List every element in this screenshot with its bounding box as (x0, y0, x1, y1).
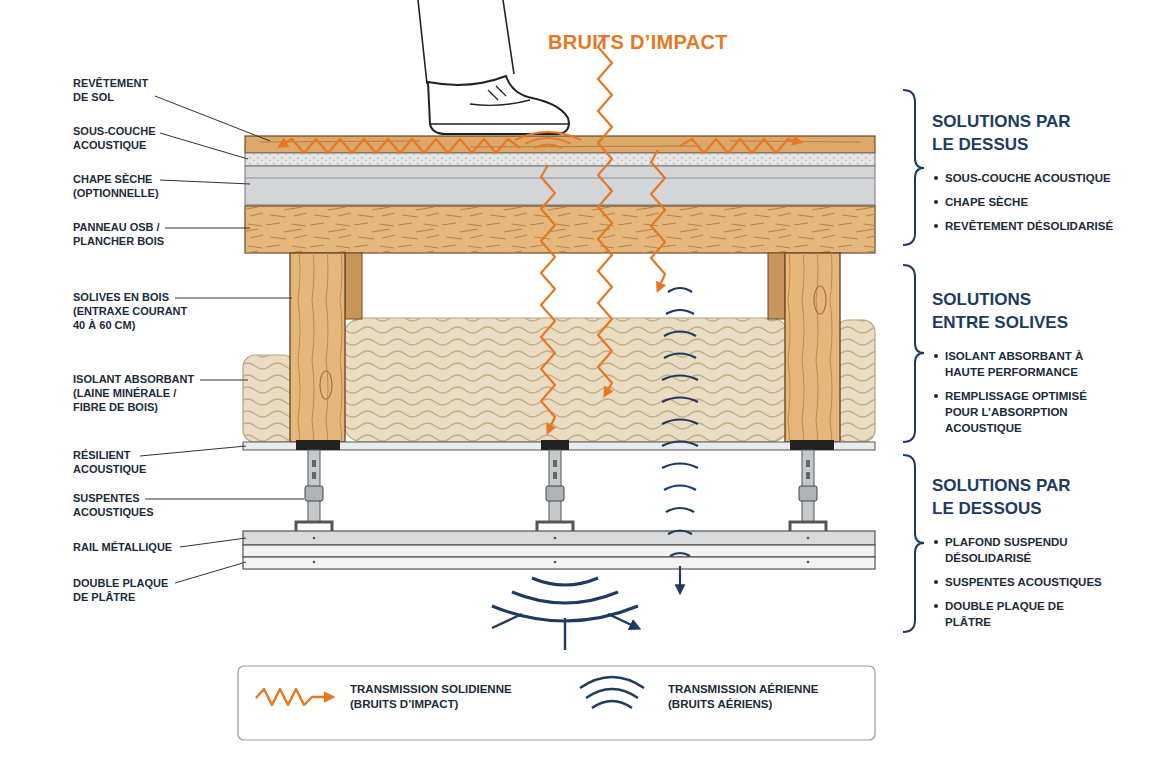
wood-knot (320, 371, 332, 399)
hanger-clip (799, 486, 817, 501)
hanger-hole (312, 460, 316, 467)
airborne-arrow (679, 566, 681, 592)
noise-heading: BRUITS D’IMPACT (548, 30, 768, 54)
leader-line (140, 96, 304, 583)
part-label: SOUS-COUCHE ACOUSTIQUE (73, 124, 173, 152)
acoustic-hanger (296, 450, 332, 531)
bullet-item: DOUBLE PLAQUE DE PLÂTRE (932, 598, 1105, 630)
impact-zigzag (541, 165, 555, 432)
radiated-wave (492, 578, 638, 621)
solution-group: SOLUTIONS ENTRE SOLIVES ISOLANT ABSORBANT… (932, 288, 1137, 444)
group-heading: SOLUTIONS PAR LE DESSUS (932, 110, 1071, 156)
plasterboard (243, 557, 875, 569)
group-heading: SOLUTIONS ENTRE SOLIVES (932, 288, 1071, 334)
osb-texture (245, 206, 875, 253)
part-label: SOLIVES EN BOIS (ENTRAXE COURANT 40 À 60… (73, 290, 198, 332)
impact-zigzag (680, 139, 800, 153)
solution-group: SOLUTIONS PAR LE DESSUS SOUS-COUCHE ACOUS… (932, 110, 1137, 242)
floor-covering (245, 136, 875, 153)
board-screw (313, 561, 316, 564)
group-bracket (903, 90, 924, 245)
airborne-wave (662, 288, 698, 556)
bullet-item: PLAFOND SUSPENDU DÉSOLIDARISÉ (932, 534, 1105, 566)
hanger-hole (806, 460, 810, 467)
group-bracket (903, 455, 924, 632)
hanger-clip (546, 486, 564, 501)
insulation-left (243, 355, 295, 442)
solution-group: SOLUTIONS PAR LE DESSOUS PLAFOND SUSPENDU… (932, 474, 1137, 638)
legend-text: TRANSMISSION AÉRIENNE (BRUITS AÉRIENS) (668, 682, 843, 712)
insulation-batt (343, 318, 790, 442)
bullet-item: CHAPE SÈCHE (932, 194, 1121, 210)
bullet-item: REMPLISSAGE OPTIMISÉ POUR L’ABSORPTION A… (932, 388, 1121, 436)
wood-knot (814, 286, 826, 314)
part-label: ISOLANT ABSORBANT (LAINE MINÉRALE / FIBR… (73, 372, 203, 414)
rail-screw (313, 537, 316, 540)
acoustic-underlay (245, 153, 875, 166)
bullet-item: REVÊTEMENT DÉSOLIDARISÉ (932, 218, 1121, 234)
hanger-hole (806, 472, 810, 479)
wood-joist (785, 253, 840, 442)
legend-wave-sample (580, 677, 644, 708)
insulation-texture (243, 355, 295, 442)
part-label: RAIL MÉTALLIQUE (73, 540, 203, 554)
acoustic-hanger (790, 450, 826, 531)
hanger-bracket (790, 522, 826, 531)
joist-grain (785, 253, 840, 442)
part-label: SUSPENTES ACOUSTIQUES (73, 491, 158, 519)
joist-side (345, 253, 362, 319)
board-screw (807, 561, 810, 564)
legend-entry: TRANSMISSION AÉRIENNE (BRUITS AÉRIENS) (668, 682, 843, 712)
joist-grain (290, 253, 345, 442)
radiated-arrow (492, 614, 638, 650)
rail-screw (554, 537, 557, 540)
resilient-pad (296, 440, 340, 450)
impact-ripple (515, 132, 581, 148)
legend-text: TRANSMISSION SOLIDIENNE (BRUITS D’IMPACT… (350, 682, 525, 712)
dry-screed (245, 166, 875, 205)
legend-box (238, 666, 875, 740)
legend-entry: TRANSMISSION SOLIDIENNE (BRUITS D’IMPACT… (350, 682, 525, 712)
board-screw (554, 561, 557, 564)
impact-zigzag (280, 139, 520, 153)
hanger-clip (305, 486, 323, 501)
metal-rail (243, 531, 875, 545)
resilient-pad (790, 440, 834, 450)
part-label: DOUBLE PLAQUE DE PLÂTRE (73, 576, 173, 604)
hanger-hole (312, 472, 316, 479)
acoustic-hanger (537, 450, 573, 531)
legend-zigzag-sample (256, 689, 332, 705)
insulation-right (836, 320, 875, 442)
joist-side (768, 253, 785, 319)
shoe (428, 76, 569, 134)
part-label: PANNEAU OSB / PLANCHER BOIS (73, 220, 183, 248)
insulation-texture (836, 320, 875, 442)
bullet-item: ISOLANT ABSORBANT À HAUTE PERFORMANCE (932, 348, 1121, 380)
underlay-texture (245, 153, 875, 166)
hanger-bracket (296, 522, 332, 531)
group-heading: SOLUTIONS PAR LE DESSOUS (932, 474, 1084, 520)
impact-zigzag (651, 150, 665, 290)
shoe-detail (430, 86, 568, 124)
part-label: REVÊTEMENT DE SOL (73, 76, 158, 104)
trouser-leg (418, 0, 514, 84)
hanger-bracket (537, 522, 573, 531)
resilient-pad (541, 440, 569, 450)
osb-panel (245, 206, 875, 253)
group-bracket (903, 265, 924, 442)
wood-joist (290, 253, 345, 442)
rail-screw (807, 537, 810, 540)
bullet-item: SUSPENTES ACOUSTIQUES (932, 574, 1105, 590)
insulation-texture (343, 318, 790, 442)
bullet-item: SOUS-COUCHE ACOUSTIQUE (932, 170, 1121, 186)
hanger-hole (553, 472, 557, 479)
part-label: RÉSILIENT ACOUSTIQUE (73, 448, 158, 476)
plasterboard (243, 545, 875, 557)
impact-zigzag (598, 35, 612, 395)
part-label: CHAPE SÈCHE (OPTIONNELLE) (73, 172, 173, 200)
hanger-hole (553, 460, 557, 467)
screed-joint (245, 178, 875, 179)
